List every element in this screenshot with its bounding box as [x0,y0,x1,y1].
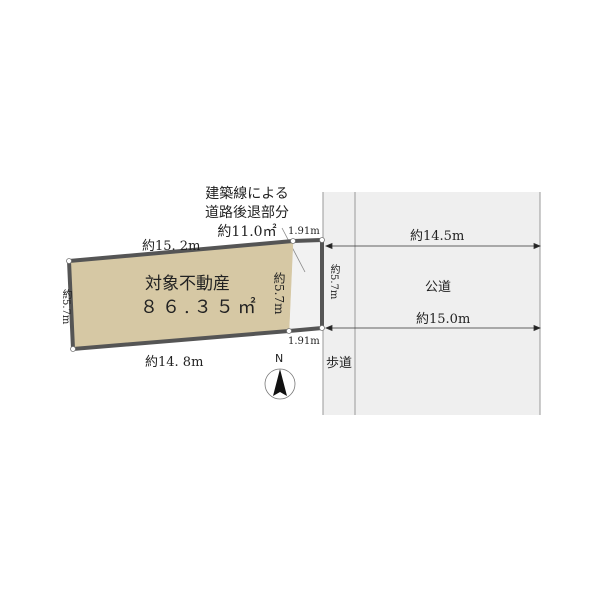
road-label: 公道 [425,280,452,295]
plot-area: ８６.３５㎡ [140,297,260,318]
road-dimension-arrows [324,242,542,332]
setback-leader-line [281,227,306,273]
setback-label-line2: 道路後退部分 [205,205,289,221]
subject-property-area [69,241,293,349]
road-bottom-length: 約15.0m [416,312,471,327]
road-edge-length: 約5.7m [328,264,339,300]
setback-line [288,240,294,332]
compass-north-label: N [275,352,284,365]
north-compass-icon [264,368,296,400]
setback-line-length: 約5.7m [272,272,286,315]
plot-top-length: 約15. 2m [142,239,201,254]
corner-markers [66,237,325,352]
setback-bottom-width: 1.91m [288,336,320,347]
setback-area-value: 約11.0㎡ [217,224,277,240]
setback-label: 建築線による 道路後退部分 約11.0㎡ [205,185,289,242]
plot-bottom-length: 約14. 8m [145,355,204,370]
plot-title: 対象不動産 [145,274,230,294]
road-top-length: 約14.5m [410,229,465,244]
setback-area [289,240,322,331]
setback-top-width: 1.91m [288,226,320,237]
setback-label-line1: 建築線による [205,186,289,202]
plot-left-length: 約5.7m [60,289,71,325]
public-road-area [323,192,540,415]
sidewalk-label: 歩道 [326,356,353,371]
